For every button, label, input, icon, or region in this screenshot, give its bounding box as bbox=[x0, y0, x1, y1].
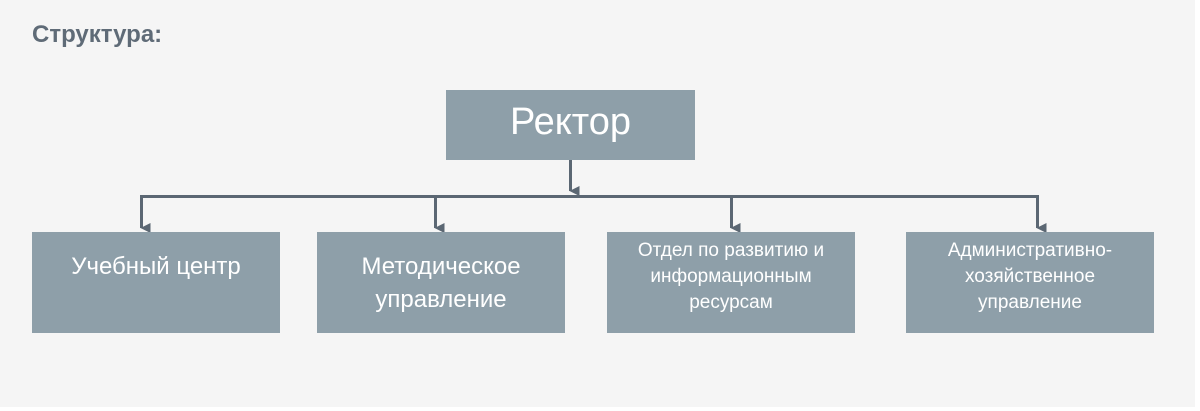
child-node-development-department: Отдел по развитию и информационным ресур… bbox=[607, 232, 855, 333]
root-node-label: Ректор bbox=[509, 101, 632, 143]
child-node-label: Административно-хозяйственное управление bbox=[947, 240, 1113, 313]
child-node-label: Учебный центр bbox=[71, 253, 241, 280]
child-node-training-center: Учебный центр bbox=[32, 232, 280, 333]
child-node-label: Отдел по развитию и информационным ресур… bbox=[637, 240, 825, 313]
root-node-rector: Ректор bbox=[446, 90, 695, 160]
child-node-administrative-department: Административно-хозяйственное управление bbox=[906, 232, 1154, 333]
child-node-label: Методическое управление bbox=[361, 253, 521, 313]
child-node-methodical-department: Методическое управление bbox=[317, 232, 565, 333]
section-heading: Структура: bbox=[32, 21, 163, 48]
